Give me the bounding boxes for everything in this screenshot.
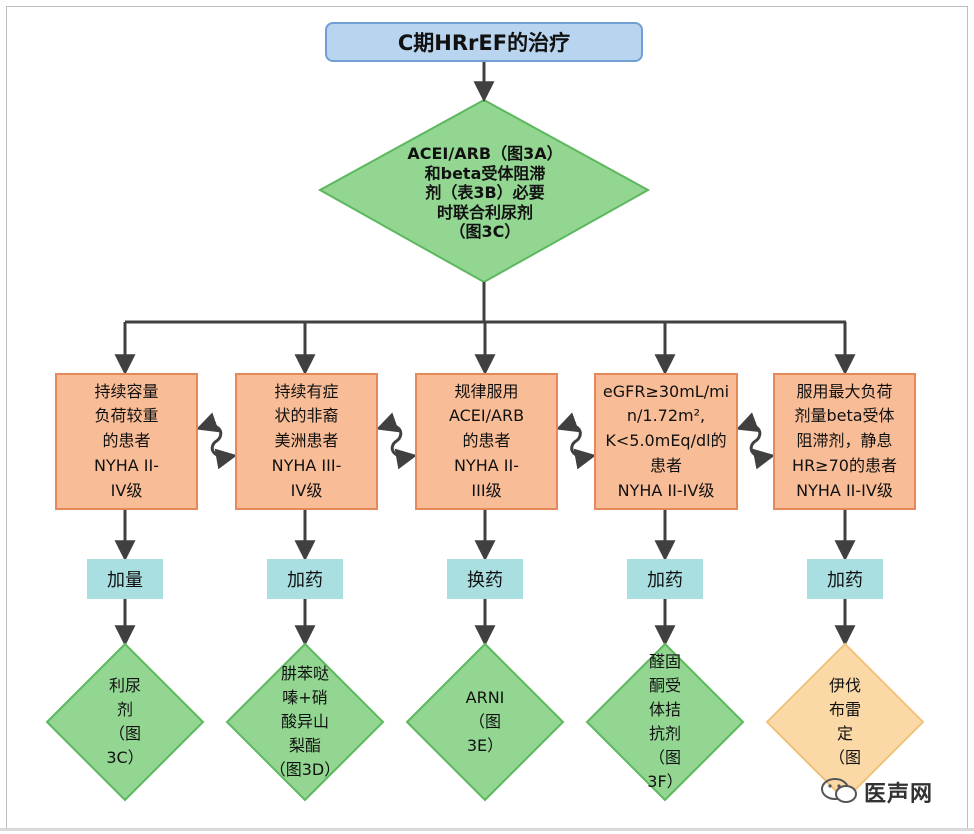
condition-line: 的患者 xyxy=(462,431,511,451)
therapy-text-5: 伊伐布雷定 （图 xyxy=(785,652,905,792)
therapy-line: 嗪+硝 xyxy=(282,688,328,707)
bidirectional-connector-1 xyxy=(196,412,238,470)
condition-box-5: 服用最大负荷剂量beta受体阻滞剂，静息 HR≥70的患者 NYHA II-IV级 xyxy=(773,373,916,510)
condition-line: 美洲患者 xyxy=(274,431,339,451)
bidirectional-connector-2 xyxy=(376,412,418,470)
therapy-text-4: 醛固酮受体拮抗剂 （图 3F） xyxy=(605,652,725,792)
therapy-text-2: 肼苯哒嗪+硝酸异山梨酯 （图3D） xyxy=(245,652,365,792)
therapy-line: 伊伐 xyxy=(828,676,861,695)
action-label-2: 加药 xyxy=(267,559,343,599)
top-decision-line: （图3C） xyxy=(449,222,521,242)
wechat-icon xyxy=(821,778,857,803)
action-label-3: 换药 xyxy=(447,559,523,599)
condition-line: 持续容量 xyxy=(94,381,159,401)
therapy-line: 3F） xyxy=(647,772,683,791)
therapy-diamond-1 xyxy=(45,642,205,802)
condition-line: n/1.72m², xyxy=(626,406,706,426)
therapy-diamond-2 xyxy=(225,642,385,802)
diagram-title: C期HRrEF的治疗 xyxy=(325,22,643,62)
condition-line: 状的非裔 xyxy=(274,406,339,426)
condition-line: ACEI/ARB xyxy=(448,406,525,426)
condition-line: 负荷较重 xyxy=(94,406,159,426)
therapy-line: 布雷 xyxy=(828,700,861,719)
condition-line: eGFR≥30mL/mi xyxy=(602,381,730,401)
top-decision-line: 时联合利尿剂 xyxy=(436,202,533,222)
therapy-line: 剂 xyxy=(116,700,133,719)
condition-box-2: 持续有症状的非裔美洲患者 NYHA III- IV级 xyxy=(235,373,378,510)
condition-box-4: eGFR≥30mL/mi n/1.72m², K<5.0mEq/dl的患者 NYHA … xyxy=(594,373,738,510)
condition-line: K<5.0mEq/dl的 xyxy=(605,431,727,451)
condition-box-1: 持续容量负荷较重的患者 NYHA II- IV级 xyxy=(55,373,198,510)
therapy-text-3: ARNI （图 3E） xyxy=(425,652,545,792)
therapy-line: 体拮 xyxy=(648,700,681,719)
condition-line: IV级 xyxy=(110,480,143,500)
condition-line: IV级 xyxy=(290,480,323,500)
therapy-diamond-3 xyxy=(405,642,565,802)
therapy-line: （图 xyxy=(828,748,861,767)
condition-line: NYHA II- xyxy=(453,455,519,475)
condition-line: NYHA III- xyxy=(271,455,342,475)
therapy-diamond-4 xyxy=(585,642,745,802)
action-label-1: 加量 xyxy=(87,559,163,599)
top-decision-line: 和beta受体阻滞 xyxy=(424,163,546,183)
condition-line: 阻滞剂，静息 xyxy=(796,431,893,451)
therapy-line: 利尿 xyxy=(108,676,141,695)
condition-line: III级 xyxy=(471,480,502,500)
condition-line: 剂量beta受体 xyxy=(794,406,895,426)
condition-line: NYHA II-IV级 xyxy=(796,480,893,500)
therapy-line: 定 xyxy=(836,724,853,743)
therapy-line: 梨酯 xyxy=(288,736,321,755)
therapy-line: 肼苯哒 xyxy=(280,664,329,683)
therapy-line: （图 xyxy=(468,712,501,731)
condition-line: 持续有症 xyxy=(274,381,339,401)
bidirectional-connector-3 xyxy=(556,412,597,470)
therapy-line: （图3D） xyxy=(269,760,341,779)
condition-line: NYHA II- xyxy=(93,455,159,475)
condition-line: 患者 xyxy=(649,455,682,475)
condition-box-3: 规律服用 ACEI/ARB 的患者 NYHA II- III级 xyxy=(415,373,558,510)
bidirectional-connector-4 xyxy=(736,412,776,470)
bottom-rule xyxy=(0,828,974,831)
top-decision-line: 剂（表3B）必要 xyxy=(425,183,545,203)
top-decision-line: ACEI/ARB（图3A） xyxy=(407,144,563,164)
condition-line: NYHA II-IV级 xyxy=(617,480,715,500)
therapy-line: 3E） xyxy=(466,736,504,755)
therapy-line: 酮受 xyxy=(648,676,681,695)
top-decision-text: ACEI/ARB（图3A）和beta受体阻滞剂（表3B）必要时联合利尿剂（图3C… xyxy=(360,128,610,258)
therapy-line: 酸异山 xyxy=(280,712,329,731)
therapy-line: 醛固 xyxy=(648,652,681,671)
therapy-line: （图 xyxy=(648,748,681,767)
watermark-text: 医声网 xyxy=(864,782,934,807)
action-label-5: 加药 xyxy=(807,559,883,599)
therapy-line: 3C） xyxy=(106,748,144,767)
therapy-line: 抗剂 xyxy=(648,724,681,743)
condition-line: 的患者 xyxy=(102,431,151,451)
condition-line: HR≥70的患者 xyxy=(792,455,897,475)
therapy-line: （图 xyxy=(108,724,141,743)
action-label-4: 加药 xyxy=(627,559,703,599)
therapy-line: ARNI xyxy=(465,688,505,707)
condition-line: 服用最大负荷 xyxy=(796,381,893,401)
condition-line: 规律服用 xyxy=(454,381,519,401)
therapy-text-1: 利尿剂 （图 3C） xyxy=(65,652,185,792)
